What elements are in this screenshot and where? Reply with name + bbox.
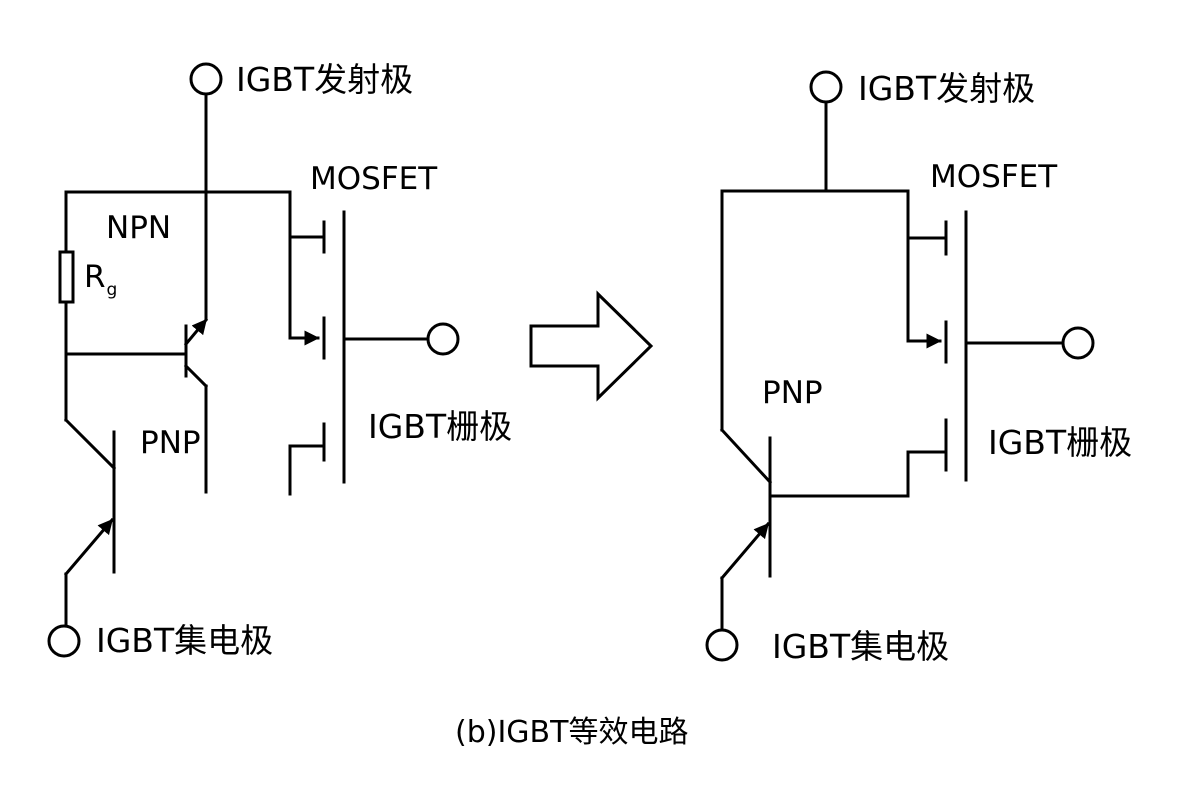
rg-resistor: [58, 250, 75, 304]
right-collector-terminal: [705, 628, 739, 662]
right-mosfet: [906, 189, 1064, 498]
right-gate-terminal: [1061, 326, 1095, 360]
left-mosfet: [288, 190, 430, 496]
left-emitter-label: IGBT发射极: [236, 60, 414, 99]
left-collector-label: IGBT集电极: [96, 621, 274, 660]
rg-subscript: g: [106, 280, 118, 300]
left-pnp-label: PNP: [140, 425, 201, 461]
right-collector-label: IGBT集电极: [772, 627, 950, 666]
rg-label: Rg: [84, 259, 117, 299]
right-gate-label: IGBT栅极: [988, 423, 1133, 462]
rg-letter: R: [84, 259, 106, 295]
left-gate-label: IGBT栅极: [368, 407, 513, 446]
right-pnp-label: PNP: [762, 375, 823, 411]
figure-caption: (b)IGBT等效电路: [455, 715, 689, 750]
left-collector-terminal: [47, 624, 81, 658]
npn-transistor: [64, 317, 209, 494]
right-arrow-icon: [529, 290, 654, 402]
right-circuit: [705, 70, 1095, 662]
left-emitter-terminal: [189, 62, 223, 96]
pnp-transistor-right: [719, 427, 910, 631]
left-circuit: [47, 62, 460, 658]
right-mosfet-label: MOSFET: [930, 159, 1058, 195]
right-emitter-terminal: [809, 70, 843, 104]
left-mosfet-label: MOSFET: [310, 161, 438, 197]
left-gate-terminal: [426, 322, 460, 356]
pnp-transistor-left: [63, 417, 117, 627]
npn-label: NPN: [106, 210, 172, 246]
right-emitter-label: IGBT发射极: [858, 69, 1036, 108]
